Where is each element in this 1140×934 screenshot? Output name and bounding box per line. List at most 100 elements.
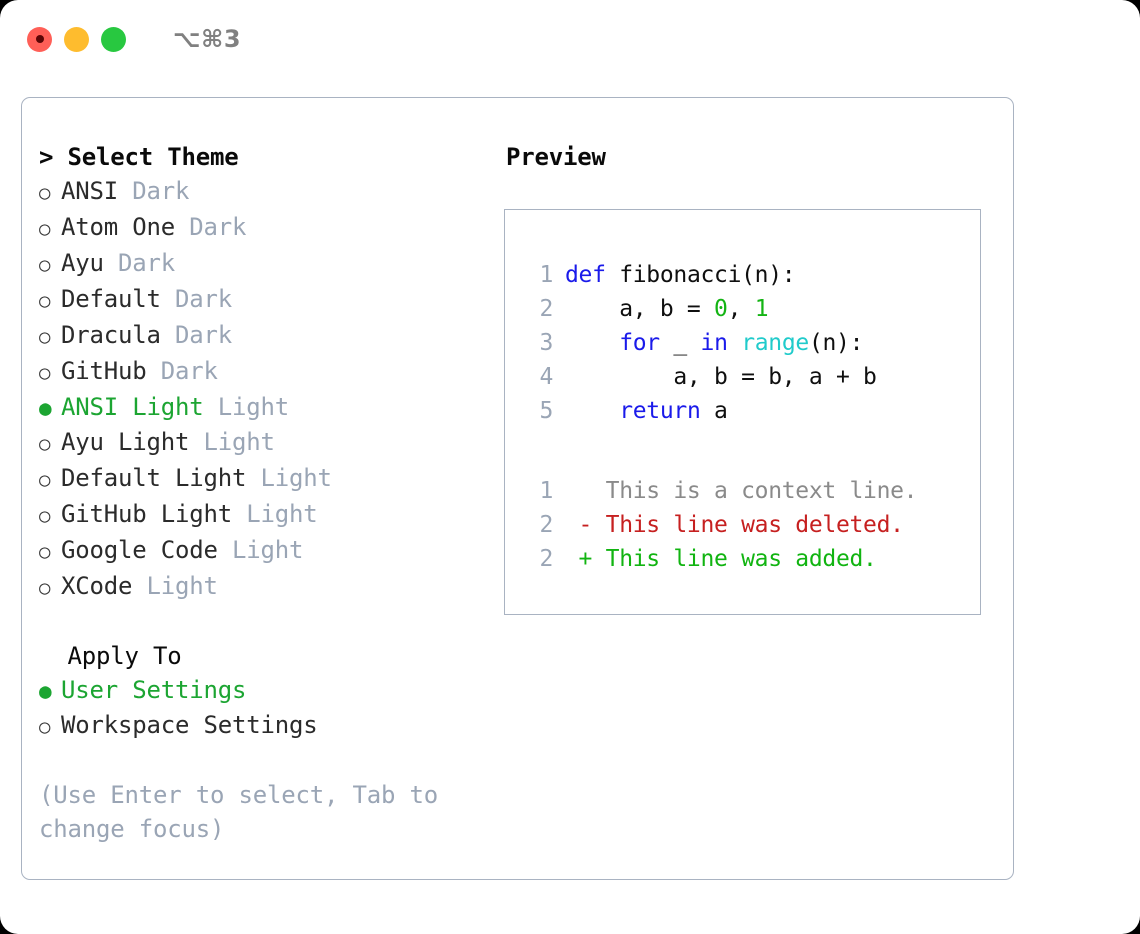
token-txt: fibonacci(n): [605, 262, 796, 288]
token-txt [565, 330, 619, 356]
theme-item-4[interactable]: ○Dracula Dark [39, 318, 504, 354]
radio-unselected-icon: ○ [39, 362, 51, 384]
token-txt: _ [659, 330, 701, 356]
close-button[interactable] [27, 26, 52, 52]
apply-item-label: Workspace Settings [61, 711, 318, 739]
theme-item-label: Google Code [61, 536, 218, 564]
theme-item-label: ANSI [61, 177, 118, 205]
hint-spacer [39, 744, 504, 778]
token-txt [728, 330, 742, 356]
theme-item-suffix: Light [246, 464, 332, 492]
token-txt: a, b = [565, 296, 715, 322]
line-number: 2 [539, 296, 553, 322]
line-number: 1 [539, 262, 553, 288]
theme-item-label: ANSI Light [61, 393, 204, 421]
code-diff-gap [523, 428, 980, 474]
theme-item-suffix: Dark [160, 285, 232, 313]
theme-item-1[interactable]: ○Atom One Dark [39, 210, 504, 246]
theme-item-9[interactable]: ○GitHub Light Light [39, 497, 504, 533]
theme-selector-pane: > Select Theme ○ANSI Dark○Atom One Dark○… [39, 140, 504, 846]
line-number: 4 [539, 364, 553, 390]
theme-item-suffix: Light [189, 428, 275, 456]
token-txt: (n): [808, 330, 864, 356]
token-txt: , [727, 296, 755, 322]
list-spacer [39, 605, 504, 639]
theme-item-0[interactable]: ○ANSI Dark [39, 174, 504, 210]
radio-unselected-icon: ○ [39, 254, 51, 276]
theme-list: ○ANSI Dark○Atom One Dark○Ayu Dark○Defaul… [39, 174, 504, 605]
radio-unselected-icon: ○ [39, 433, 51, 455]
code-content: def fibonacci(n): [565, 258, 796, 292]
theme-item-suffix: Dark [175, 213, 247, 241]
radio-selected-icon: ● [39, 679, 52, 703]
theme-item-suffix: Dark [146, 357, 218, 385]
theme-item-2[interactable]: ○ Ayu Dark [39, 246, 504, 282]
apply-item-1[interactable]: ○Workspace Settings [39, 708, 504, 744]
traffic-light-group [27, 26, 126, 52]
minimize-button[interactable] [64, 26, 89, 52]
theme-item-label: XCode [61, 572, 133, 600]
theme-item-8[interactable]: ○Default Light Light [39, 461, 504, 497]
token-del: - This line was deleted. [565, 512, 904, 538]
token-add: + This line was added. [565, 546, 877, 572]
apply-item-0[interactable]: ●User Settings [39, 673, 504, 708]
main-panel: > Select Theme ○ANSI Dark○Atom One Dark○… [21, 97, 1014, 880]
theme-item-suffix: Light [132, 572, 218, 600]
code-line: 3 for _ in range(n): [523, 326, 980, 360]
code-line: 5 return a [523, 394, 980, 428]
line-number: 3 [539, 330, 553, 356]
code-content: a, b = 0, 1 [565, 292, 768, 326]
theme-item-5[interactable]: ○ GitHub Dark [39, 354, 504, 390]
token-num: 0 [714, 296, 728, 322]
theme-item-7[interactable]: ○ Ayu Light Light [39, 425, 504, 461]
line-number: 5 [539, 398, 553, 424]
code-line: 4 a, b = b, a + b [523, 360, 980, 394]
diff-line: 2 - This line was deleted. [523, 508, 980, 542]
radio-unselected-icon: ○ [39, 577, 51, 599]
token-kw: for [619, 330, 660, 356]
theme-item-label: Default [61, 285, 161, 313]
token-txt [565, 398, 619, 424]
theme-item-suffix: Light [232, 500, 318, 528]
diff-line: 1 This is a context line. [523, 474, 980, 508]
line-number: 1 [539, 478, 553, 504]
radio-unselected-icon: ○ [39, 326, 51, 348]
token-txt: a, b = b, a + b [565, 364, 877, 390]
theme-item-label: Ayu [61, 249, 104, 277]
apply-to-header: Apply To [39, 642, 182, 670]
token-ctx: This is a context line. [565, 478, 918, 504]
theme-item-label: GitHub [61, 357, 147, 385]
diff-sample: 1 This is a context line.2 - This line w… [523, 474, 980, 576]
code-content: return a [565, 394, 728, 428]
maximize-button[interactable] [101, 26, 126, 52]
theme-item-label: Atom One [61, 213, 175, 241]
theme-item-label: Dracula [61, 321, 161, 349]
line-number: 2 [539, 546, 553, 572]
radio-unselected-icon: ○ [39, 290, 51, 312]
token-num: 1 [754, 296, 769, 322]
token-kw: return [619, 398, 701, 424]
preview-title: Preview [506, 143, 606, 171]
theme-item-10[interactable]: ○Google Code Light [39, 533, 504, 569]
theme-item-label: Ayu Light [61, 428, 190, 456]
diff-line: 2 + This line was added. [523, 542, 980, 576]
diff-content: - This line was deleted. [565, 508, 904, 542]
radio-unselected-icon: ○ [39, 182, 51, 204]
theme-item-suffix: Light [203, 393, 289, 421]
window-titlebar: ⌥⌘3 [0, 0, 1140, 78]
radio-selected-icon: ● [39, 396, 52, 420]
theme-item-3[interactable]: ○ Default Dark [39, 282, 504, 318]
diff-content: This is a context line. [565, 474, 918, 508]
token-kw: in [700, 330, 728, 356]
token-kw: def [565, 262, 606, 288]
code-line: 1 def fibonacci(n): [523, 258, 980, 292]
theme-item-11[interactable]: ○ XCode Light [39, 569, 504, 605]
theme-item-6[interactable]: ● ANSI Light Light [39, 390, 504, 425]
diff-content: + This line was added. [565, 542, 877, 576]
theme-item-suffix: Light [217, 536, 304, 564]
apply-to-list: ●User Settings○Workspace Settings [39, 673, 504, 744]
theme-item-suffix: Dark [103, 249, 175, 277]
